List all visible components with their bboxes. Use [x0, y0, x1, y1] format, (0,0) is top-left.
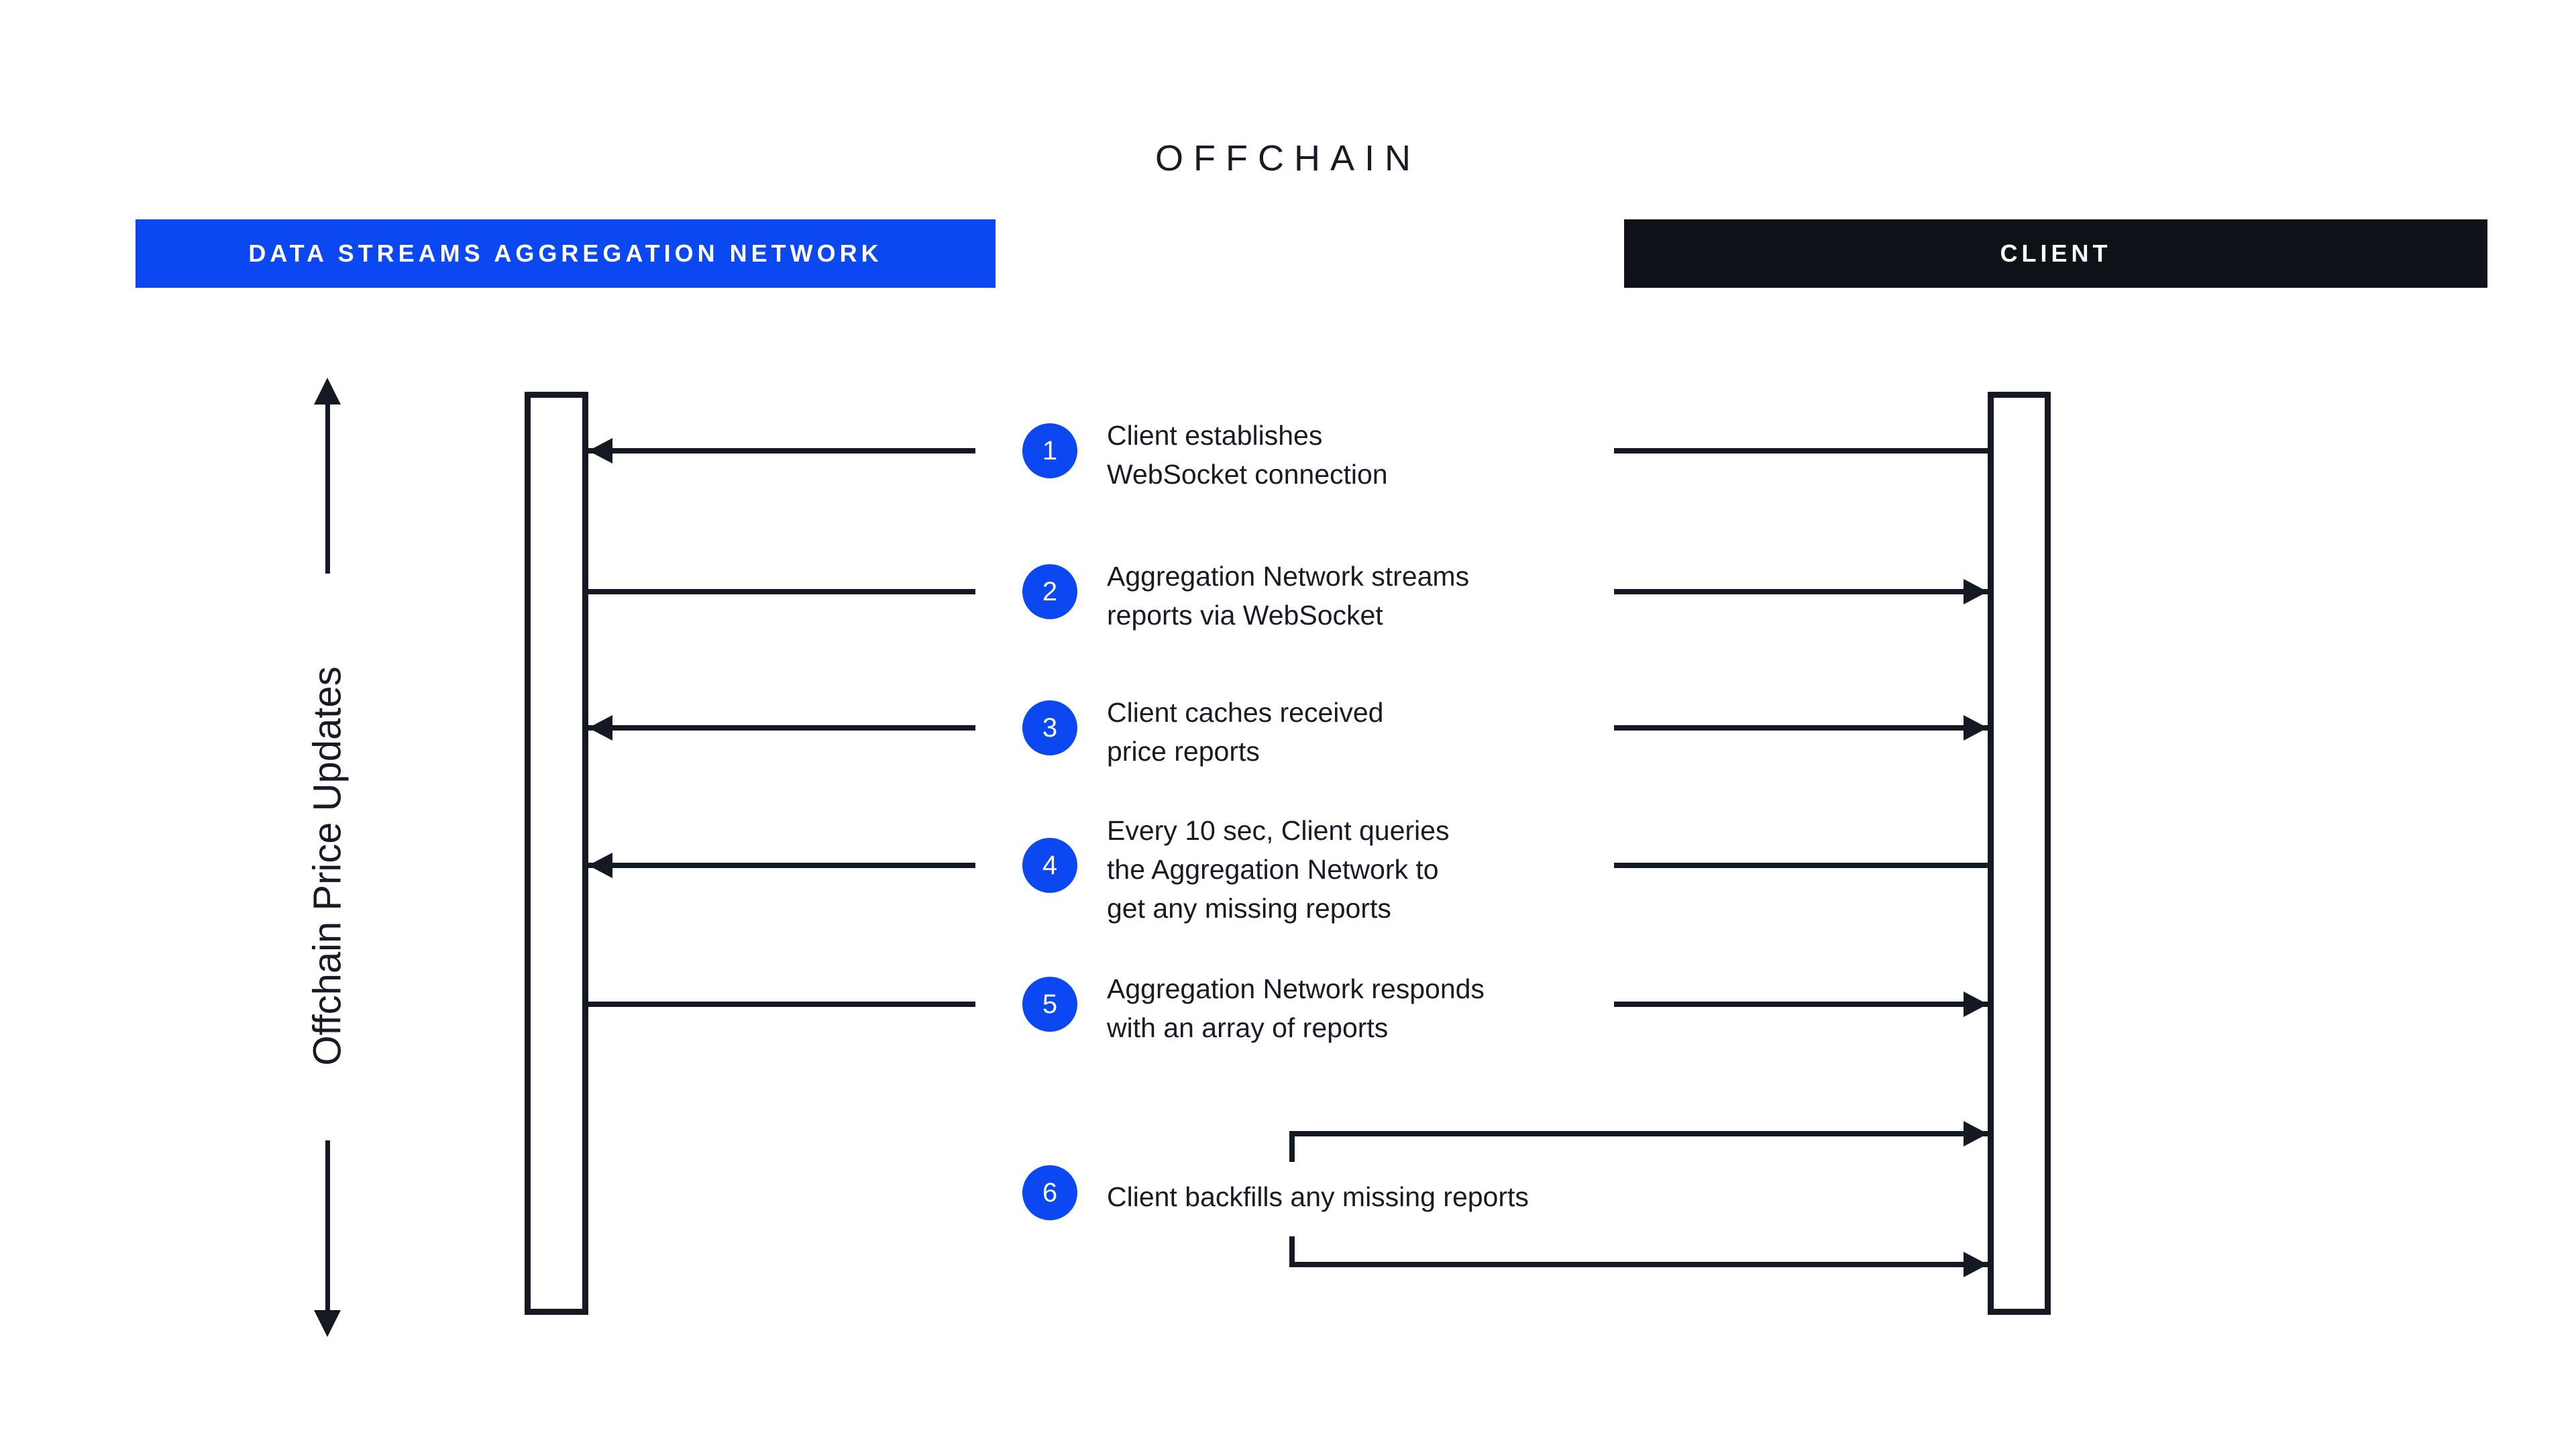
actor-client-label: CLIENT [2000, 239, 2112, 267]
axis-line [325, 401, 330, 574]
step-number: 6 [1042, 1177, 1058, 1208]
step-badge: 1 [1022, 423, 1077, 478]
message-line [1614, 863, 1988, 868]
step-text: Aggregation Network responds with an arr… [1107, 973, 1485, 1043]
arrow-right-icon [1964, 1252, 1988, 1277]
step-badge: 6 [1022, 1165, 1077, 1220]
message-line [588, 863, 975, 868]
actor-network-label: DATA STREAMS AGGREGATION NETWORK [248, 239, 883, 267]
arrow-down-icon [314, 1310, 341, 1337]
step-number: 4 [1042, 850, 1058, 880]
step-badge: 4 [1022, 838, 1077, 893]
axis-label: Offchain Price Updates [305, 666, 350, 1066]
step-text: Every 10 sec, Client queries the Aggrega… [1107, 815, 1450, 924]
step-text: Client caches received price reports [1107, 697, 1384, 767]
message-line [588, 448, 975, 453]
message-line [1614, 448, 1988, 453]
step-number: 5 [1042, 989, 1058, 1019]
actor-client-header: CLIENT [1624, 219, 2487, 288]
message-line [1614, 589, 1988, 594]
axis-line [325, 1140, 330, 1313]
arrow-left-icon [588, 853, 612, 878]
arrow-right-icon [1964, 579, 1988, 604]
message-line [1614, 1002, 1988, 1007]
client-lifeline [1988, 392, 2051, 1315]
arrow-right-icon [1964, 1121, 1988, 1146]
page-title: OFFCHAIN [1155, 138, 1421, 178]
arrow-left-icon [588, 715, 612, 741]
step-number: 3 [1042, 712, 1058, 743]
step-text: Aggregation Network streams reports via … [1107, 561, 1470, 631]
message-line [1614, 725, 1988, 731]
step-badge: 5 [1022, 977, 1077, 1032]
arrow-up-icon [314, 378, 341, 405]
bracket-connector [1289, 1236, 1295, 1267]
step-number: 1 [1042, 435, 1058, 466]
arrow-right-icon [1964, 991, 1988, 1017]
step-number: 2 [1042, 576, 1058, 606]
step-text: Client establishes WebSocket connection [1107, 420, 1388, 490]
network-lifeline [525, 392, 588, 1315]
step-text: Client backfills any missing reports [1107, 1181, 1529, 1212]
message-line [1289, 1262, 1988, 1267]
actor-network-header: DATA STREAMS AGGREGATION NETWORK [136, 219, 996, 288]
arrow-left-icon [588, 438, 612, 464]
message-line [588, 589, 975, 594]
message-line [588, 725, 975, 731]
arrow-right-icon [1964, 715, 1988, 741]
step-badge: 2 [1022, 564, 1077, 619]
bracket-connector [1289, 1131, 1295, 1162]
message-line [1289, 1131, 1988, 1136]
step-badge: 3 [1022, 700, 1077, 755]
message-line [588, 1002, 975, 1007]
